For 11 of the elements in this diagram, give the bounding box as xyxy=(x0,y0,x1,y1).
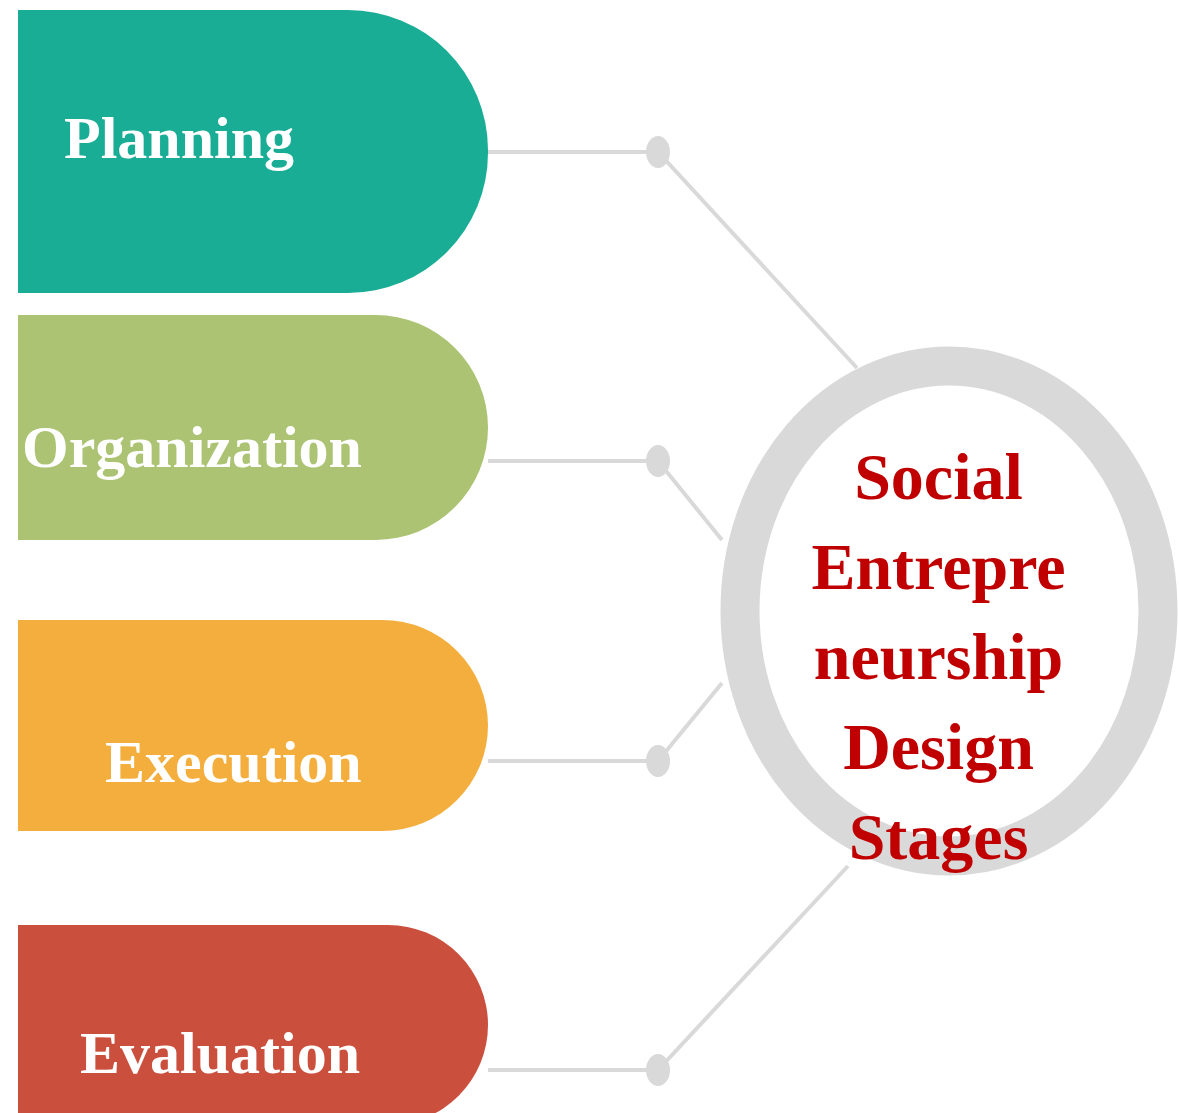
stage-box xyxy=(18,10,488,293)
connector-line xyxy=(488,150,859,370)
stage-box xyxy=(18,315,488,540)
connector-line xyxy=(488,681,724,763)
connector-line xyxy=(488,864,850,1072)
stage-label: Execution xyxy=(105,732,362,792)
stage-box xyxy=(18,620,488,831)
center-title: Social Entrepreneurship Design Stages xyxy=(810,439,1067,875)
connector-line xyxy=(488,459,724,542)
stage-box xyxy=(18,925,488,1113)
stage-label: Evaluation xyxy=(80,1023,361,1083)
